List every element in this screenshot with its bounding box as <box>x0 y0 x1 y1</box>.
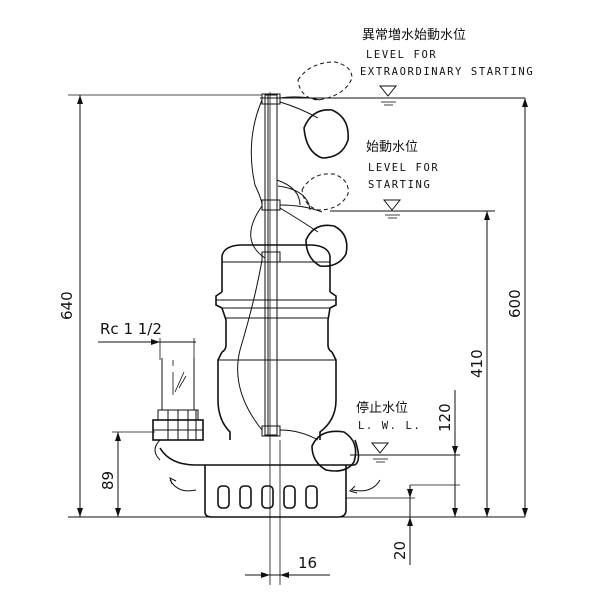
discharge-outlet <box>152 358 204 461</box>
stop-level-en-label: L. W. L. <box>358 420 421 432</box>
dim-extraordinary-level <box>522 98 528 517</box>
rotation-arrow-right <box>349 479 381 494</box>
stop-water-level-marker <box>350 442 460 463</box>
extraordinary-level-jp-label: 異常増水始動水位 <box>362 28 466 43</box>
float-switch-stop <box>311 430 357 472</box>
dim-extraordinary-level-label: 600 <box>506 289 524 318</box>
pump-motor-housing <box>159 244 360 518</box>
extraordinary-level-en-label-1: LEVEL FOR <box>366 49 437 61</box>
dim-offset <box>245 440 330 585</box>
starting-level-en-label-1: LEVEL FOR <box>368 162 439 174</box>
starting-level-jp-label: 始動水位 <box>366 140 418 155</box>
extraordinary-level-en-label-2: EXTRAORDINARY STARTING <box>360 66 534 78</box>
float-guide-rod <box>261 93 281 437</box>
float-cables <box>237 96 323 441</box>
dim-overall-height <box>68 94 262 517</box>
float-switch-extraordinary-upper <box>297 61 353 101</box>
dim-offset-label: 16 <box>298 554 317 572</box>
dim-starting-level-label: 410 <box>468 349 486 378</box>
dim-outlet-height <box>112 431 155 517</box>
float-switch-starting-lower <box>305 224 348 268</box>
dim-starting-level <box>484 211 490 517</box>
float-switch-extraordinary-lower <box>303 109 349 159</box>
dim-overall-height-label: 640 <box>58 291 76 320</box>
dim-bottom-clearance <box>346 485 415 565</box>
dim-outlet-height-label: 89 <box>99 471 117 490</box>
dim-outlet-thread <box>98 338 196 360</box>
starting-level-en-label-2: STARTING <box>368 179 431 191</box>
extraordinary-water-level-marker <box>260 85 525 106</box>
rotation-arrow-left <box>169 477 197 492</box>
strainer-slots <box>217 485 318 509</box>
dim-stop-level <box>410 390 460 517</box>
dim-bottom-clearance-label: 20 <box>391 541 409 560</box>
stop-level-jp-label: 停止水位 <box>356 400 408 416</box>
dim-outlet-thread-label: Rc 1 1/2 <box>100 320 162 338</box>
float-switch-starting-upper <box>301 173 349 211</box>
starting-water-level-marker <box>330 199 495 219</box>
dim-stop-level-label: 120 <box>436 403 454 432</box>
